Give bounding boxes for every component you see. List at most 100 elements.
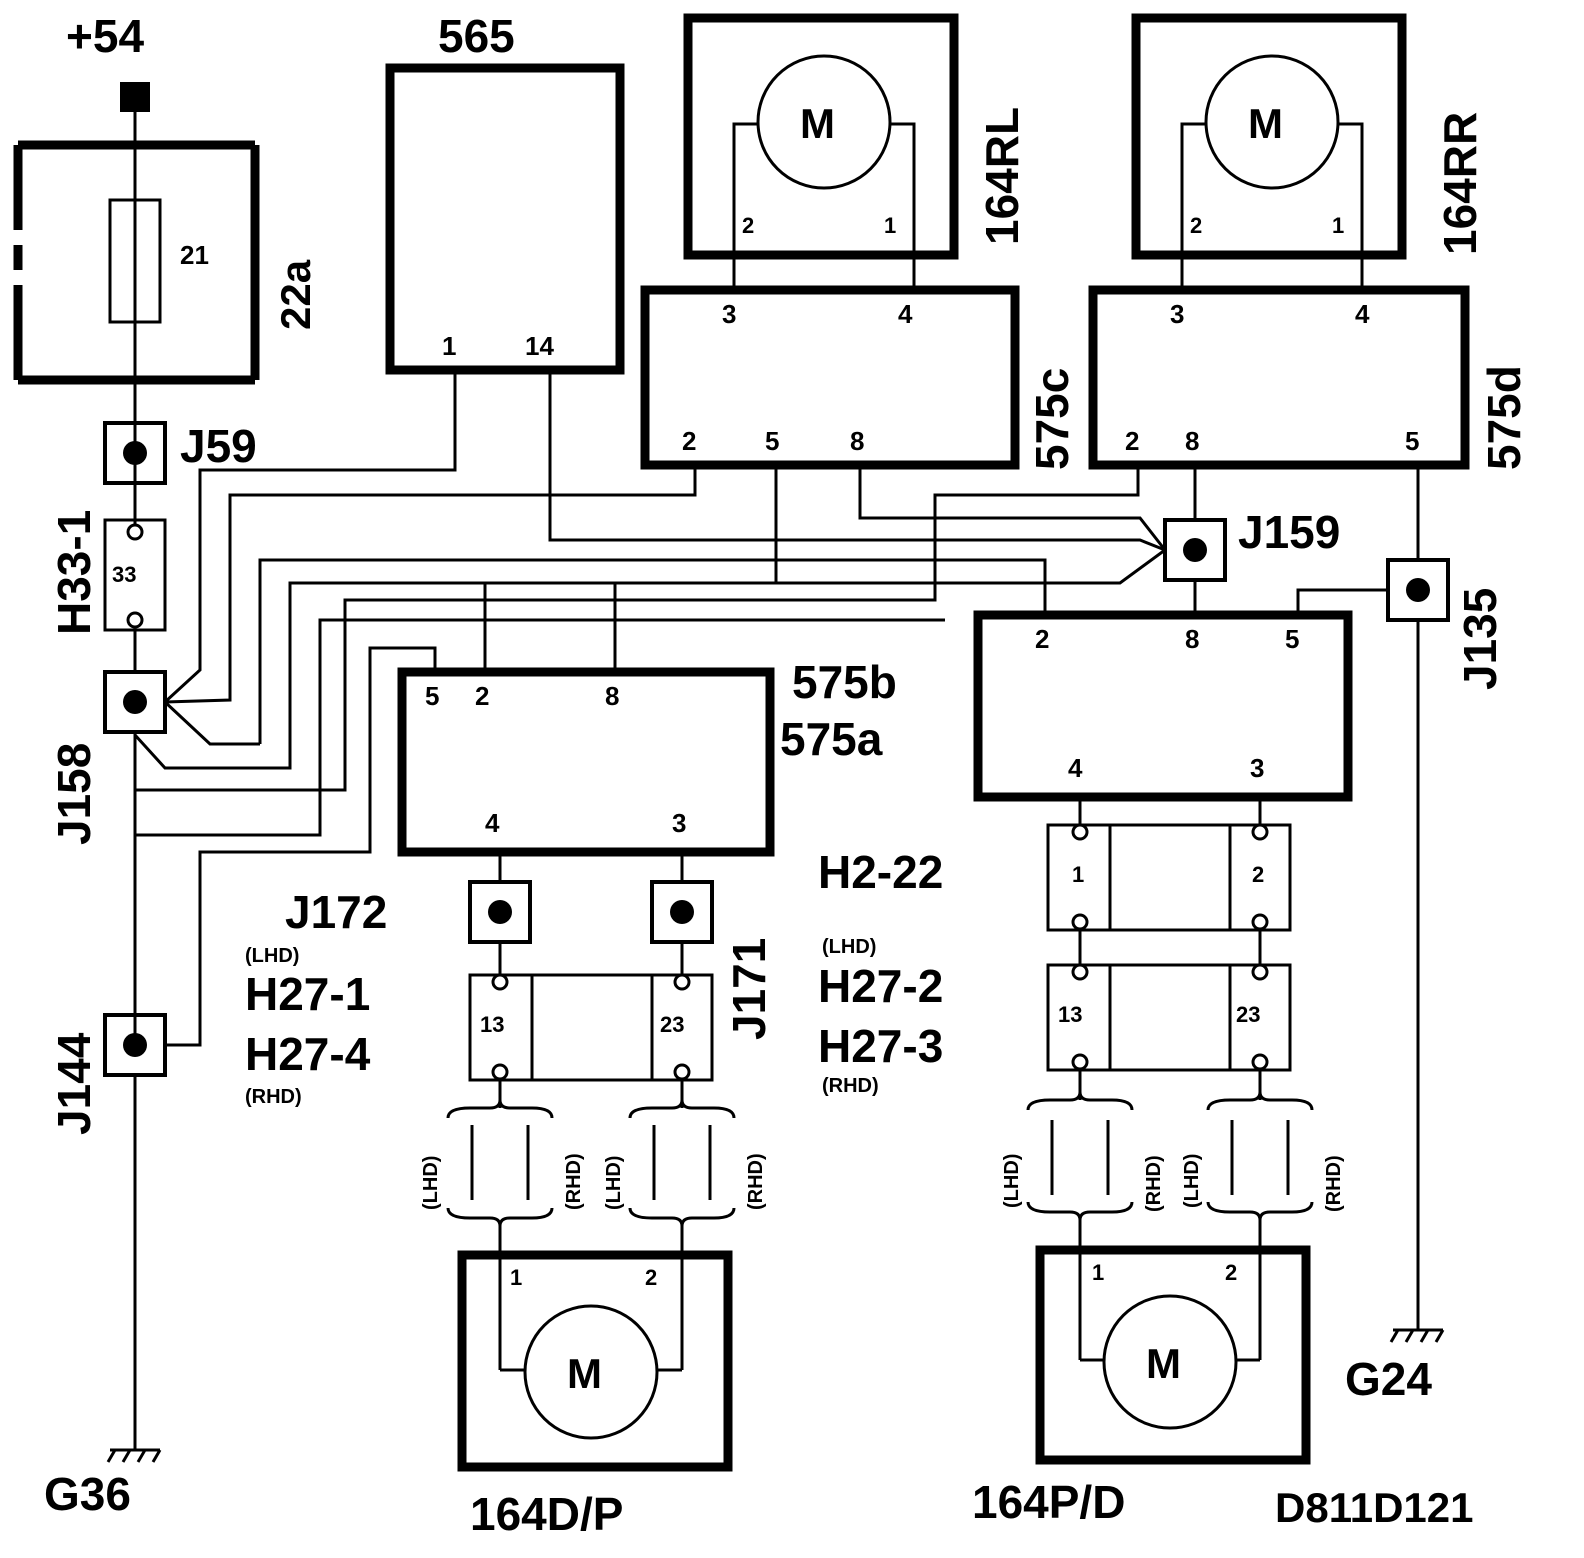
motor-rl-pin-2: 2	[742, 213, 754, 238]
module-575c: 3 4 2 5 8 575c	[640, 285, 1078, 470]
m575d-pin-5: 5	[1405, 426, 1419, 456]
upper-wiring	[133, 370, 1167, 1047]
m575d-pin-4: 4	[1355, 299, 1370, 329]
h27-left-rhd: (RHD)	[245, 1086, 302, 1108]
m575c-pin-2: 2	[682, 426, 696, 456]
ground-g36: G36	[44, 1448, 162, 1520]
bridge-left-b-lhd: (LHD)	[603, 1156, 625, 1210]
junction-j59: J59	[103, 420, 257, 485]
motor-rl-pin-1: 1	[884, 213, 896, 238]
m575a-pin-3: 3	[672, 808, 686, 838]
module-565: 565 1 14	[385, 10, 625, 375]
motor-dp-pin-2: 2	[645, 1265, 657, 1290]
fuse-number: 21	[180, 240, 209, 270]
motor-164rl: M 2 1 164RL	[683, 13, 1028, 290]
motor-pd-symbol: M	[1146, 1340, 1181, 1387]
h27-left-pin-23: 23	[660, 1012, 684, 1037]
motor-164rr: M 2 1 164RR	[1131, 13, 1486, 290]
motor-pd-label: 164P/D	[972, 1476, 1125, 1528]
junction-j135: J135	[1296, 465, 1506, 1330]
h27-right-lhd: (LHD)	[822, 936, 876, 958]
motor-rl-symbol: M	[800, 100, 835, 147]
h27-left-bottom: H27-4	[245, 1028, 371, 1080]
j171-label: J171	[723, 938, 775, 1040]
m575b-pin-5: 5	[1285, 624, 1299, 654]
supply-label: +54	[66, 10, 144, 62]
connector-h33-1: 33 H33-1	[48, 483, 167, 635]
supply-terminal	[120, 82, 150, 112]
module-575a: 5 2 8 4 3 575a	[397, 667, 883, 857]
motor-rr-label: 164RR	[1434, 112, 1486, 255]
module-575d: 3 4 2 8 5 575d	[1088, 285, 1530, 470]
junction-j171: J171	[650, 852, 775, 1040]
h2-22-pin-2: 2	[1252, 862, 1264, 887]
g24-label: G24	[1345, 1353, 1432, 1405]
bridge-right-a-rhd: (RHD)	[1143, 1155, 1165, 1212]
junction-j159: J159	[1163, 465, 1340, 615]
m575a-pin-8: 8	[605, 681, 619, 711]
m565-label: 565	[438, 10, 515, 62]
j144-label: J144	[48, 1032, 100, 1135]
bridge-right-a-lhd: (LHD)	[1001, 1154, 1023, 1208]
module-575b: 575b 2 8 5 4 3	[792, 610, 1353, 802]
supply-column: +54 21 22a J59 33	[13, 10, 319, 1520]
m575c-pin-5: 5	[765, 426, 779, 456]
j59-label: J59	[180, 420, 257, 472]
h33-pin: 33	[112, 562, 136, 587]
bridge-left-a-lhd: (LHD)	[420, 1156, 442, 1210]
fuse-box-22a: 21 22a	[13, 140, 319, 385]
g36-label: G36	[44, 1468, 131, 1520]
motor-pd-pin-1: 1	[1092, 1260, 1104, 1285]
h27-right-bottom: H27-3	[818, 1020, 943, 1072]
m575b-pin-4: 4	[1068, 753, 1083, 783]
m575b-pin-3: 3	[1250, 753, 1264, 783]
motor-rr-symbol: M	[1248, 100, 1283, 147]
m575a-pin-2: 2	[475, 681, 489, 711]
m575d-label: 575d	[1478, 365, 1530, 470]
connector-h2-22: H2-22 1 2	[818, 797, 1292, 965]
motor-164dp: M 1 2 164D/P	[457, 1250, 733, 1540]
junction-j172: J172	[285, 852, 532, 975]
m575a-pin-5: 5	[425, 681, 439, 711]
motor-pd-pin-2: 2	[1225, 1260, 1237, 1285]
m575b-label: 575b	[792, 656, 897, 708]
h2-22-pin-1: 1	[1072, 862, 1084, 887]
bridges-right: (LHD) (RHD) (LHD) (RHD)	[1001, 1070, 1345, 1360]
junction-j158: J158	[48, 670, 167, 845]
h27-left-top: H27-1	[245, 968, 370, 1020]
m565-pin-14: 14	[525, 331, 554, 361]
m575b-pin-8: 8	[1185, 624, 1199, 654]
fuse-box-label: 22a	[272, 259, 319, 330]
m575c-label: 575c	[1026, 368, 1078, 470]
m575a-pin-4: 4	[485, 808, 500, 838]
j159-label: J159	[1238, 506, 1340, 558]
bridges-left: (LHD) (RHD) (LHD) (RHD)	[420, 1080, 767, 1370]
motor-dp-label: 164D/P	[470, 1488, 623, 1540]
m575c-pin-4: 4	[898, 299, 913, 329]
bridge-right-b-rhd: (RHD)	[1323, 1155, 1345, 1212]
h27-left-lhd: (LHD)	[245, 945, 299, 967]
motor-dp-symbol: M	[567, 1350, 602, 1397]
bridge-right-b-lhd: (LHD)	[1181, 1154, 1203, 1208]
m565-pin-1: 1	[442, 331, 456, 361]
junction-j144: J144	[48, 1013, 167, 1135]
m575a-label: 575a	[780, 713, 883, 765]
h27-right-rhd: (RHD)	[822, 1075, 879, 1097]
m575d-pin-2: 2	[1125, 426, 1139, 456]
m575b-pin-2: 2	[1035, 624, 1049, 654]
connector-h27-left: (LHD) H27-1 H27-4 (RHD) 13 23	[245, 945, 714, 1108]
ground-g24: G24	[1345, 1328, 1445, 1405]
motor-rr-pin-2: 2	[1190, 213, 1202, 238]
motor-164pd: M 1 2 164P/D	[972, 1245, 1311, 1528]
bridge-left-a-rhd: (RHD)	[563, 1153, 585, 1210]
bridge-left-b-rhd: (RHD)	[745, 1153, 767, 1210]
m575c-pin-3: 3	[722, 299, 736, 329]
diagram-id: D811D121	[1275, 1484, 1474, 1531]
h27-right-top: H27-2	[818, 960, 943, 1012]
j158-label: J158	[48, 743, 100, 845]
m575d-pin-3: 3	[1170, 299, 1184, 329]
m575d-pin-8: 8	[1185, 426, 1199, 456]
h27-left-pin-13: 13	[480, 1012, 504, 1037]
j172-label: J172	[285, 886, 387, 938]
